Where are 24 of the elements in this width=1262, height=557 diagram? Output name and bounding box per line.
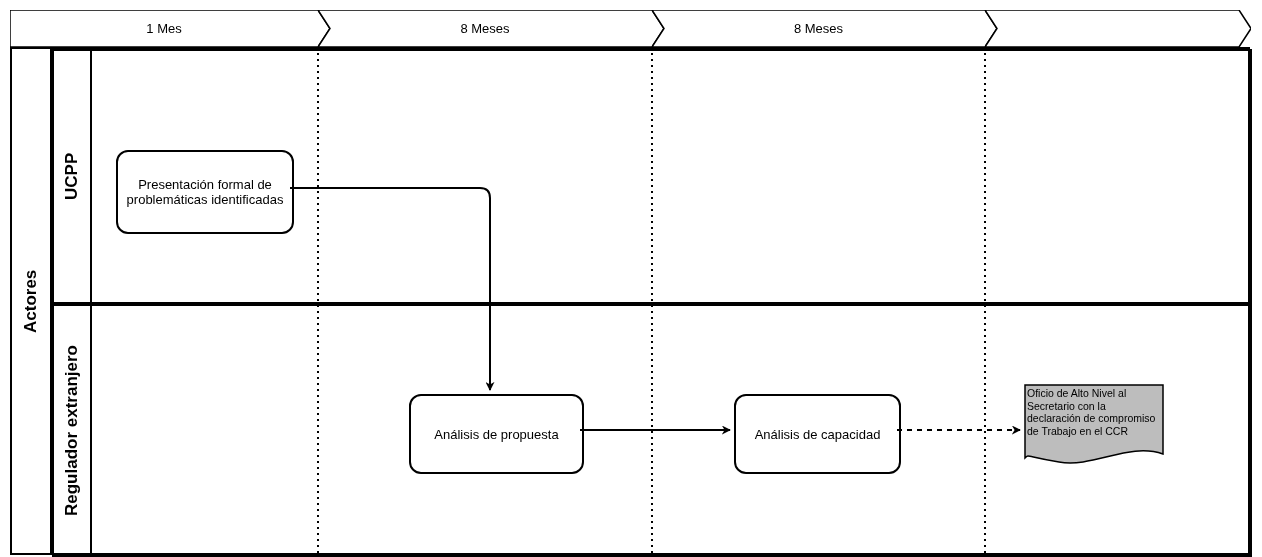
process-box [409, 394, 584, 474]
process-label: Análisis de capacidad [753, 426, 882, 442]
phase-label: 8 Meses [792, 21, 845, 36]
phase-label: 1 Mes [145, 21, 183, 36]
lane-title: UCPP [62, 151, 82, 203]
phase-label: 8 Meses [459, 21, 511, 36]
arrow [896, 425, 1021, 435]
swimlane-pool [10, 47, 1250, 555]
lane-title: Regulador extranjero [62, 344, 82, 518]
phase-header [318, 10, 664, 47]
phase-header [985, 10, 1251, 47]
phase-header [10, 10, 330, 47]
pool-title: Actores [21, 268, 41, 335]
swimlane [52, 304, 1252, 557]
document-shape [1024, 384, 1164, 466]
process-label: Análisis de propuesta [433, 426, 560, 442]
process-box [116, 150, 294, 234]
arrow [289, 187, 495, 391]
phase-header [652, 10, 997, 47]
process-box [734, 394, 901, 474]
arrow [579, 425, 731, 435]
process-label: Presentación formal de problemáticas identificadas [125, 177, 285, 207]
swimlane [52, 49, 1252, 304]
document-text: Oficio de Alto Nivel al Secretario con la declaración de compromiso de Trabajo en el CCR [1027, 387, 1157, 437]
